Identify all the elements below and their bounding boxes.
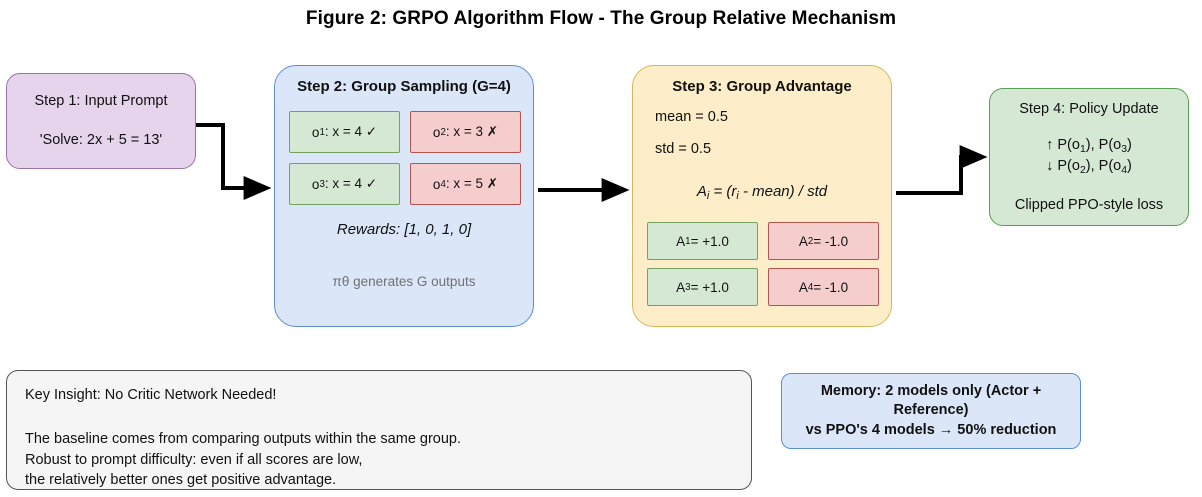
memory-line-1: Memory: 2 models only (Actor +: [820, 383, 1042, 400]
insight-line-1: The baseline comes from comparing output…: [25, 431, 462, 447]
arrow-down-icon: ↓: [1046, 158, 1054, 174]
rewards-vector-text: Rewards: [1, 0, 1, 0]: [336, 221, 472, 238]
decrease-sub-b: 4: [1121, 164, 1128, 176]
output-index: 1: [319, 126, 325, 138]
memory-line-3: vs PPO's 4 models → 50% reduction: [805, 421, 1057, 438]
step1-input-prompt-node[interactable]: Step 1: Input Prompt 'Solve: 2x + 5 = 13…: [6, 73, 196, 169]
memory-callout-panel: Memory: 2 models only (Actor + Reference…: [781, 373, 1081, 449]
output-label: o: [432, 176, 441, 192]
advantage-value: = +1.0: [690, 233, 729, 249]
advantage-index: 3: [685, 281, 691, 293]
decrease-tail: ): [1127, 158, 1132, 174]
formula-sub-i: i: [706, 190, 710, 203]
output-text: : x = 3 ✗: [445, 124, 499, 139]
formula-middle: = (r: [709, 183, 737, 200]
increase-tail: ): [1127, 137, 1132, 153]
output-text: : x = 4 ✓: [324, 124, 378, 139]
arrow-up-icon: ↑: [1046, 137, 1054, 153]
key-insight-panel: Key Insight: No Critic Network Needed! T…: [6, 370, 752, 490]
step1-prompt-text: 'Solve: 2x + 5 = 13': [39, 132, 163, 148]
formula-sub-i2: i: [736, 190, 739, 203]
insight-headline: Key Insight: No Critic Network Needed!: [25, 387, 277, 403]
policy-generation-note: πθ generates G outputs: [332, 274, 476, 289]
output-text: : x = 4 ✓: [324, 176, 378, 191]
increase-sub-a: 1: [1079, 143, 1086, 155]
decrease-text-a: P(o: [1057, 158, 1080, 174]
mean-value-text: mean = 0.5: [655, 109, 728, 125]
insight-body: The baseline comes from comparing output…: [25, 429, 733, 491]
output-index: 3: [319, 178, 325, 190]
advantage-label: A: [676, 279, 686, 295]
advantage-label: A: [676, 233, 686, 249]
increase-sub-b: 3: [1121, 143, 1128, 155]
advantage-value: = +1.0: [690, 279, 729, 295]
output-label: o: [311, 124, 320, 140]
output-label: o: [311, 176, 320, 192]
page-title: Figure 2: GRPO Algorithm Flow - The Grou…: [305, 8, 897, 29]
formula-prefix: A: [696, 183, 707, 200]
advantage-label: A: [798, 233, 808, 249]
arrow-step3-to-step4: [896, 145, 988, 195]
decrease-text-b: ), P(o: [1085, 158, 1122, 174]
advantage-value: = -1.0: [813, 233, 849, 249]
probability-decrease-line: ↓ P(o2), P(o4): [1046, 157, 1132, 178]
memory-text: Memory: 2 models only (Actor + Reference…: [806, 382, 1057, 439]
step2-title: Step 2: Group Sampling (G=4): [297, 78, 511, 95]
advantage-value: = -1.0: [813, 279, 849, 295]
step3-group-advantage-node[interactable]: Step 3: Group Advantage mean = 0.5 std =…: [632, 65, 892, 327]
step3-title: Step 3: Group Advantage: [672, 78, 852, 95]
output-index: 2: [440, 126, 446, 138]
advantage-index: 1: [685, 235, 691, 247]
step1-title: Step 1: Input Prompt: [34, 92, 168, 109]
step4-policy-update-node[interactable]: Step 4: Policy Update ↑ P(o1), P(o3) ↓ P…: [989, 88, 1189, 226]
advantage-index: 4: [807, 281, 814, 293]
arrow-step1-to-step2: [196, 123, 272, 200]
loss-description: Clipped PPO-style loss: [1014, 197, 1164, 213]
advantage-label: A: [798, 279, 808, 295]
memory-line-2: Reference): [893, 402, 969, 419]
std-value-text: std = 0.5: [655, 141, 712, 157]
decrease-sub-a: 2: [1079, 164, 1086, 176]
insight-line-3: the relatively better ones get positive …: [25, 472, 337, 489]
advantage-index: 2: [807, 235, 814, 247]
formula-suffix: - mean) / std: [738, 183, 828, 200]
step4-title: Step 4: Policy Update: [1019, 101, 1159, 117]
output-text: : x = 5 ✗: [445, 176, 499, 191]
insight-line-2: Robust to prompt difficulty: even if all…: [25, 451, 363, 468]
increase-text-a: P(o: [1057, 137, 1080, 153]
increase-text-b: ), P(o: [1085, 137, 1122, 153]
output-label: o: [432, 124, 441, 140]
output-index: 4: [440, 178, 446, 190]
advantage-formula: Ai = (ri - mean) / std: [633, 183, 891, 202]
probability-increase-line: ↑ P(o1), P(o3): [1046, 136, 1132, 157]
